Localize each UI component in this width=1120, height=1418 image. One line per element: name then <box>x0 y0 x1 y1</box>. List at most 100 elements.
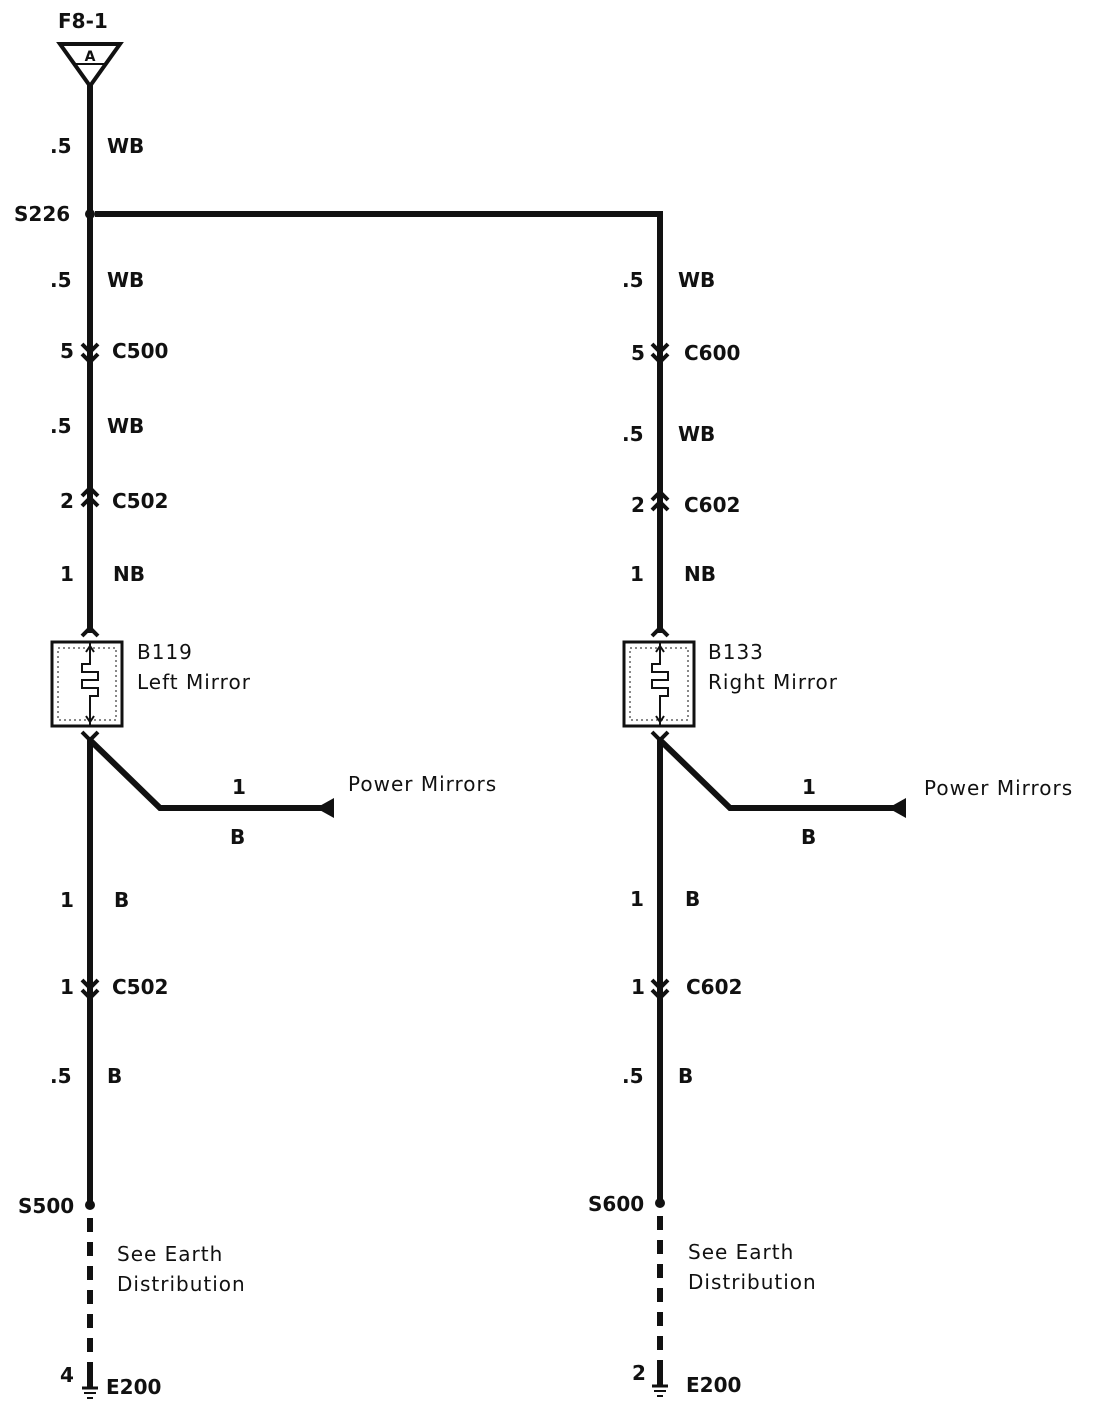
left-branch-color: B <box>230 825 245 849</box>
connector-c502-lower-pin: 1 <box>60 975 74 999</box>
connector-c602-lower-pin: 1 <box>631 975 645 999</box>
connector-c602-upper-pin: 2 <box>631 493 645 517</box>
left-wire-2-size: .5 <box>50 268 72 292</box>
heater-element-icon <box>81 642 99 726</box>
right-mirror-name: Right Mirror <box>708 670 838 694</box>
heater-element-icon <box>651 642 669 726</box>
connector-c602-lower: 1 C602 <box>631 975 742 1001</box>
connector-c500-pin: 5 <box>60 339 74 363</box>
connector-c600-symbol-top <box>650 342 670 355</box>
source-connector: F8-1 A <box>56 9 124 90</box>
connector-c602-lower-id: C602 <box>686 975 742 999</box>
left-wire-1-size: .5 <box>50 134 72 158</box>
right-branch-terminal-arrow <box>888 798 906 818</box>
right-branch-wire <box>657 737 895 811</box>
right-wire-4-color: B <box>685 887 700 911</box>
connector-c600: 5 C600 <box>631 341 740 365</box>
left-ground-pin: 4 <box>60 1363 74 1387</box>
right-wire-5-color: B <box>678 1064 693 1088</box>
source-pin-label: A <box>85 49 96 65</box>
right-wire-2-color: WB <box>678 422 715 446</box>
right-wire-1-color: WB <box>678 268 715 292</box>
left-branch-power-mirrors: 1 B Power Mirrors <box>87 737 497 849</box>
connector-c602-upper: 2 C602 <box>631 489 740 517</box>
right-ground-pin: 2 <box>632 1361 646 1385</box>
left-wire-4-size: 1 <box>60 562 74 586</box>
left-wire-6-color: B <box>107 1064 122 1088</box>
right-ground-e200: 2 E200 <box>632 1361 741 1397</box>
connector-c502-lower-id: C502 <box>112 975 168 999</box>
right-branch-color: B <box>801 825 816 849</box>
connector-c602-upper-symbol-top <box>650 489 670 502</box>
splice-s600-dot <box>655 1198 665 1208</box>
connector-c600-pin: 5 <box>631 341 645 365</box>
component-b133-right-mirror: B133 Right Mirror <box>622 625 838 728</box>
source-ref-label: F8-1 <box>58 9 108 33</box>
left-wire-1-color: WB <box>107 134 144 158</box>
right-mirror-id: B133 <box>708 640 764 664</box>
left-branch-terminal-arrow <box>316 798 334 818</box>
connector-c500-symbol-bottom <box>80 352 100 365</box>
left-branch-wire <box>87 737 323 811</box>
connector-c502-upper-symbol-bottom <box>80 495 100 508</box>
connector-c502-lower: 1 C502 <box>60 975 168 1001</box>
right-wire-1-size: .5 <box>622 268 644 292</box>
connector-c502-upper-symbol-top <box>80 485 100 498</box>
connector-c602-lower-symbol-top <box>650 978 670 991</box>
right-wire-5-size: .5 <box>622 1064 644 1088</box>
right-mirror-inner-arrows <box>655 644 665 724</box>
connector-c502-lower-symbol-bottom <box>80 988 100 1001</box>
right-wire-2-size: .5 <box>622 422 644 446</box>
left-mirror-box <box>50 640 124 728</box>
splice-s600-label: S600 <box>588 1192 644 1216</box>
left-wire-5-size: 1 <box>60 888 74 912</box>
left-mirror-inner-arrows <box>85 644 95 724</box>
connector-c502-upper-pin: 2 <box>60 489 74 513</box>
connector-c502-upper-id: C502 <box>112 489 168 513</box>
connector-c500: 5 C500 <box>60 339 168 365</box>
left-earth-note-line2: Distribution <box>117 1272 246 1296</box>
left-mirror-id: B119 <box>137 640 193 664</box>
right-branch-power-mirrors: 1 B Power Mirrors <box>657 737 1073 849</box>
left-mirror-name: Left Mirror <box>137 670 251 694</box>
left-earth-note-line1: See Earth <box>117 1242 223 1266</box>
connector-c500-symbol-top <box>80 342 100 355</box>
left-ground-id: E200 <box>106 1375 161 1399</box>
splice-s500-label: S500 <box>18 1194 74 1218</box>
left-wire-3-color: WB <box>107 414 144 438</box>
right-branch-size: 1 <box>802 775 816 799</box>
right-branch-label: Power Mirrors <box>924 776 1073 800</box>
right-wire-3-color: NB <box>684 562 716 586</box>
connector-c600-symbol-bottom <box>650 352 670 365</box>
left-branch-size: 1 <box>232 775 246 799</box>
splice-s500-dot <box>85 1200 95 1210</box>
connector-c602-upper-symbol-bottom <box>650 499 670 512</box>
component-b119-left-mirror: B119 Left Mirror <box>50 625 251 728</box>
connector-c602-upper-id: C602 <box>684 493 740 517</box>
left-wire-6-size: .5 <box>50 1064 72 1088</box>
right-earth-note-line1: See Earth <box>688 1240 794 1264</box>
right-mirror-input-arrow <box>650 625 670 638</box>
right-earth-note-line2: Distribution <box>688 1270 817 1294</box>
left-mirror-input-arrow <box>80 625 100 638</box>
right-circuit: .5 WB 5 C600 .5 WB 2 C602 1 NB B133 <box>588 268 1073 1397</box>
left-branch-label: Power Mirrors <box>348 772 497 796</box>
splice-s226-dot <box>85 209 95 219</box>
right-wire-4-size: 1 <box>630 887 644 911</box>
connector-c600-id: C600 <box>684 341 740 365</box>
connector-c500-id: C500 <box>112 339 168 363</box>
right-wire-3-size: 1 <box>630 562 644 586</box>
left-wire-4-color: NB <box>113 562 145 586</box>
left-wire-5-color: B <box>114 888 129 912</box>
left-wire-3-size: .5 <box>50 414 72 438</box>
connector-c502-upper: 2 C502 <box>60 485 168 513</box>
right-ground-id: E200 <box>686 1373 741 1397</box>
left-ground-e200: 4 E200 <box>60 1363 161 1399</box>
left-wire-2-color: WB <box>107 268 144 292</box>
crossover-wire <box>95 211 663 633</box>
connector-c602-lower-symbol-bottom <box>650 988 670 1001</box>
splice-s226-label: S226 <box>14 202 70 226</box>
connector-c502-lower-symbol-top <box>80 978 100 991</box>
left-circuit: .5 WB S226 .5 WB 5 C500 .5 WB 2 C502 1 N… <box>14 83 497 1399</box>
